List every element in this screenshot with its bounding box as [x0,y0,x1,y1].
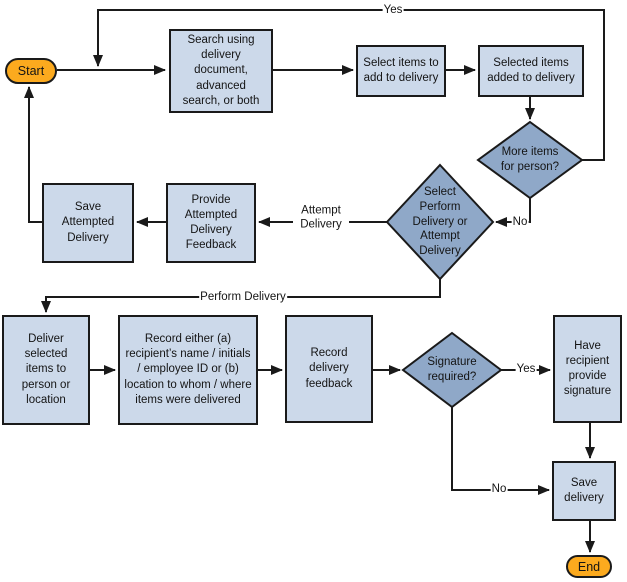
process-select-items-label: Select items to add to delivery [363,56,439,84]
decision-signature-required [401,331,503,409]
process-provide-attempted-feedback-label: Provide Attempted Delivery Feedback [184,193,238,252]
process-search-label: Search using delivery document, advanced… [182,34,260,107]
process-save-delivery: Save delivery [552,461,616,521]
process-select-items: Select items to add to delivery [356,45,446,97]
edge-label-perform-delivery: Perform Delivery [199,289,287,305]
edge-signature-no [451,407,550,495]
edge-label-more-items-no: No [511,214,529,230]
process-save-attempted-delivery: Save Attempted Delivery [42,183,134,263]
decision-select-delivery-type [385,163,495,281]
process-deliver-items: Deliver selected items to person or loca… [2,315,90,425]
end-node: End [566,555,612,578]
process-selected-items-label: Selected items added to delivery [487,56,575,84]
edge-label-attempt-delivery: Attempt Delivery [293,203,349,233]
process-record-recipient: Record either (a) recipient’s name / ini… [118,315,258,425]
edge-label-more-items-yes: Yes [382,2,404,18]
process-provide-attempted-feedback: Provide Attempted Delivery Feedback [166,183,256,263]
process-save-attempted-delivery-label: Save Attempted Delivery [61,201,115,244]
edge-save-attempted-to-start [24,86,42,223]
process-search: Search using delivery document, advanced… [169,29,273,113]
process-record-recipient-label: Record either (a) recipient’s name / ini… [124,333,252,406]
start-node-label: Start [17,64,45,78]
process-save-delivery-label: Save delivery [564,476,604,504]
process-record-feedback-label: Record delivery feedback [305,347,353,390]
edge-label-signature-no: No [490,481,508,497]
process-deliver-items-label: Deliver selected items to person or loca… [21,333,71,406]
process-selected-items: Selected items added to delivery [478,45,584,97]
start-node: Start [5,58,57,84]
process-have-recipient-sign: Have recipient provide signature [553,315,622,423]
process-have-recipient-sign-label: Have recipient provide signature [563,339,612,398]
edge-more-items-no [495,198,531,227]
edge-label-signature-yes: Yes [515,361,537,377]
decision-more-items [476,120,584,200]
end-node-label: End [577,559,601,574]
process-record-feedback: Record delivery feedback [285,315,373,423]
edge-more-items-yes-loop [93,9,605,161]
